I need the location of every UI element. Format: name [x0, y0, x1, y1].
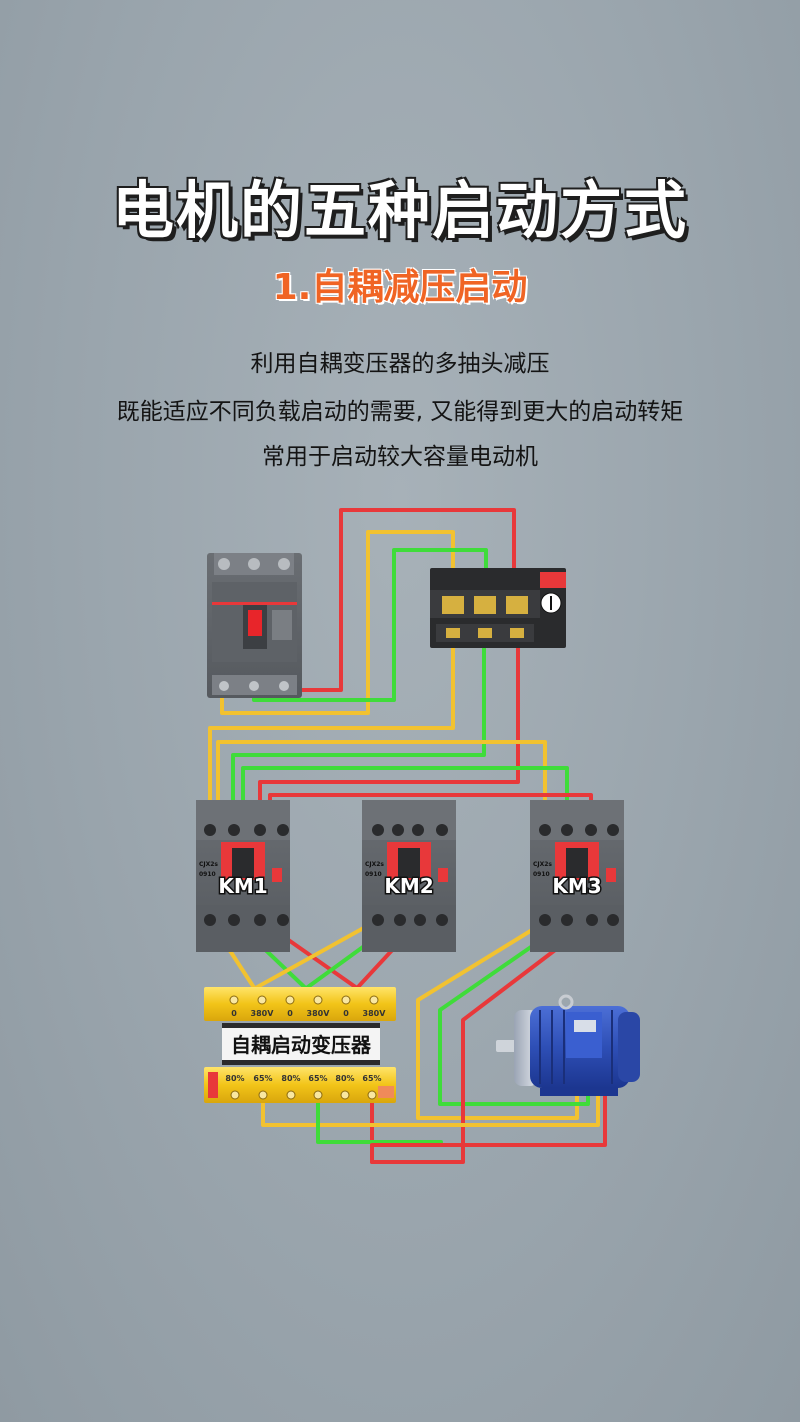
page-title: 电机的五种启动方式	[111, 174, 688, 247]
description-line-3: 常用于启动较大容量电动机	[262, 444, 538, 470]
wire-green-breaker-to-relay	[252, 548, 488, 702]
autotransformer: 自耦启动变压器 0 380V 0 380V 0 380V 80% 65% 80%…	[204, 987, 396, 1103]
transformer-label: 自耦启动变压器	[231, 1033, 372, 1057]
km3-code-text: 0910	[533, 871, 550, 878]
km1-label: KM1	[218, 874, 267, 898]
tap-bottom-0: 80%	[225, 1074, 244, 1083]
contactor-km2: CJX2s 0910 KM2	[362, 800, 456, 952]
wire-yellow-relay-to-km1	[208, 633, 455, 832]
km3-label: KM3	[552, 874, 601, 898]
page-subtitle: 1.自耦减压启动	[272, 267, 528, 308]
contactor-km1: CJX2s 0910 KM1	[196, 800, 290, 952]
km1-model-text: CJX2s	[199, 861, 218, 868]
wires	[208, 508, 607, 1164]
contactor-km3: CJX2s 0910 KM3	[530, 800, 624, 952]
km2-code-text: 0910	[365, 871, 382, 878]
wire-yellow-breaker-to-relay	[220, 530, 455, 715]
tap-top-3: 380V	[307, 1009, 331, 1018]
breaker-handle	[248, 610, 262, 636]
wire-yellow-transformer-to-motor	[261, 1066, 600, 1127]
thermal-overload-relay	[430, 568, 566, 648]
wire-red-transformer-to-motor	[370, 1066, 607, 1164]
wire-red-km3-to-motor	[370, 920, 594, 1164]
tap-bottom-1: 65%	[253, 1074, 272, 1083]
km2-model-text: CJX2s	[365, 861, 384, 868]
tap-bottom-5: 65%	[362, 1074, 381, 1083]
tap-bottom-4: 80%	[335, 1074, 354, 1083]
tap-top-2: 0	[287, 1009, 293, 1018]
km2-label: KM2	[384, 874, 433, 898]
wire-yellow-km2-to-transformer	[232, 918, 380, 1002]
wire-green-transformer-to-motor	[316, 1093, 443, 1144]
wire-green-relay-to-km1	[231, 633, 486, 832]
wire-yellow-km1-to-km3	[216, 740, 547, 832]
km3-model-text: CJX2s	[533, 861, 552, 868]
tap-top-4: 0	[343, 1009, 349, 1018]
tap-bottom-2: 80%	[281, 1074, 300, 1083]
description-line-2: 既能适应不同负载启动的需要, 又能得到更大的启动转矩	[116, 399, 684, 425]
tap-top-5: 380V	[363, 1009, 387, 1018]
wire-green-km1-to-km3	[241, 766, 569, 832]
description-line-1: 利用自耦变压器的多抽头减压	[250, 351, 550, 377]
km1-code-text: 0910	[199, 871, 216, 878]
wire-red-breaker-to-relay	[288, 508, 516, 692]
tap-top-0: 0	[231, 1009, 237, 1018]
electric-motor	[496, 994, 640, 1096]
wire-yellow-km3-to-motor	[416, 920, 579, 1120]
tap-bottom-3: 65%	[308, 1074, 327, 1083]
tap-top-1: 380V	[251, 1009, 275, 1018]
circuit-breaker	[207, 553, 302, 698]
